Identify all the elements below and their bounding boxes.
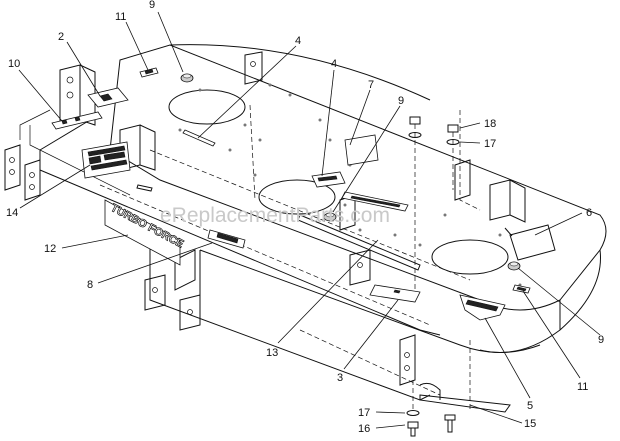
decals: TURBO FORCE (51, 67, 556, 321)
hardware (406, 116, 460, 437)
part-15-deflector (419, 394, 511, 413)
callout-10: 10 (8, 58, 20, 70)
callout-9: 9 (598, 334, 604, 346)
callout-5: 5 (527, 400, 533, 412)
part-9-plugs (180, 73, 521, 271)
callout-17: 17 (358, 407, 370, 419)
callout-4: 4 (295, 35, 301, 47)
callout-9: 9 (149, 0, 155, 11)
callout-labels: 9 11 2 10 4 4 7 9 18 17 14 6 12 8 9 13 3… (6, 0, 604, 435)
decal-7 (344, 134, 379, 166)
callout-18: 18 (484, 118, 496, 130)
callout-12: 12 (44, 243, 56, 255)
callout-14: 14 (6, 207, 18, 219)
callout-4: 4 (331, 58, 337, 70)
callout-13: 13 (266, 347, 278, 359)
callout-6: 6 (586, 207, 592, 219)
callout-8: 8 (87, 279, 93, 291)
watermark: eReplacementParts.com (160, 204, 390, 227)
callout-11: 11 (115, 11, 126, 23)
callout-17: 17 (484, 138, 496, 150)
bolt-holes (178, 83, 522, 287)
callout-11: 11 (577, 381, 588, 393)
callout-3: 3 (337, 372, 343, 384)
callout-2: 2 (58, 31, 64, 43)
callout-7: 7 (368, 79, 374, 91)
decal-5 (459, 294, 506, 321)
part-6-flap (509, 224, 556, 261)
spindle-openings (168, 89, 509, 275)
decal-4a (182, 129, 216, 147)
callout-9: 9 (398, 95, 404, 107)
callout-15: 15 (524, 418, 536, 430)
leader-lines (18, 11, 601, 429)
part-13-baffle (297, 214, 421, 271)
callout-16: 16 (358, 423, 370, 435)
decal-3 (369, 284, 421, 303)
